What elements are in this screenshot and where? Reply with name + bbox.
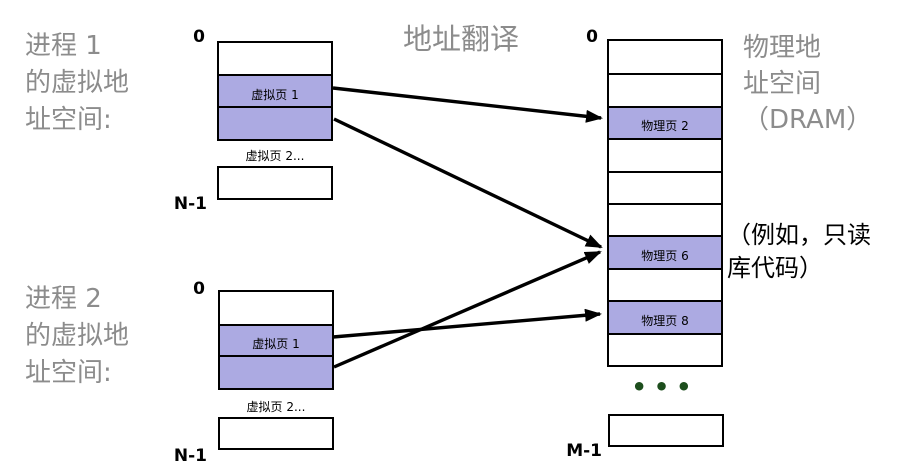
physical-page2: 物理页 2 — [609, 105, 721, 139]
physical-address-0: 0 — [586, 27, 598, 47]
physical-page8-label: 物理页 8 — [641, 313, 689, 328]
process2-virtual-page2-label: 虚拟页 2... — [246, 400, 306, 414]
process2-unmapped-page — [220, 292, 332, 324]
physical-space-label: 物理地 址空间 （DRAM） — [743, 30, 872, 138]
physical-page8: 物理页 8 — [609, 300, 721, 333]
physical-page-row3 — [609, 138, 721, 171]
process2-label-line1: 进程 2 — [25, 284, 102, 314]
process2-label-line2: 的虚拟地 — [25, 321, 130, 351]
physical-bottom-page — [608, 414, 724, 447]
physical-page-row0 — [609, 41, 721, 74]
process1-virtual-page1b — [219, 106, 331, 139]
physical-page-row1 — [609, 73, 721, 106]
physical-page2-label: 物理页 2 — [641, 119, 689, 134]
shared-page-annotation-line1: （例如，只读 — [727, 221, 871, 249]
physical-stack: 物理页 2 物理页 6 物理页 8 — [607, 39, 723, 367]
process2-label-line3: 址空间: — [25, 358, 112, 388]
physical-space-label-line2: 址空间 — [743, 69, 822, 99]
arrow-p2-vpage1b-to-ppage6 — [333, 250, 602, 369]
process2-virtual-page1b — [220, 355, 332, 388]
process1-label-line3: 址空间: — [25, 105, 112, 135]
process1-virtual-page1-label: 虚拟页 1 — [251, 87, 299, 102]
process1-virtual-page1: 虚拟页 1 — [219, 74, 331, 106]
process1-address-0: 0 — [193, 27, 205, 47]
shared-page-annotation-line2: 库代码） — [727, 254, 823, 282]
process2-virtual-page1: 虚拟页 1 — [220, 324, 332, 355]
physical-page-row4 — [609, 170, 721, 203]
physical-space-label-line3: （DRAM） — [743, 105, 873, 135]
physical-page-row7 — [609, 267, 721, 301]
process1-address-n1: N-1 — [173, 194, 207, 214]
physical-page-row5 — [609, 202, 721, 236]
process2-virtual-stack: 虚拟页 1 — [218, 290, 334, 390]
process2-address-0: 0 — [193, 279, 205, 299]
physical-page6: 物理页 6 — [609, 235, 721, 268]
arrow-p1-vpage1-to-ppage2 — [332, 86, 603, 123]
process2-label: 进程 2 的虚拟地 址空间: — [25, 281, 129, 392]
physical-page6-label: 物理页 6 — [641, 249, 689, 264]
arrow-p1-vpage1b-to-ppage6 — [333, 117, 603, 249]
process1-label-line2: 的虚拟地 — [25, 68, 130, 98]
process1-bottom-page — [217, 166, 333, 200]
physical-space-label-line1: 物理地 — [743, 33, 822, 63]
process1-virtual-page2-label: 虚拟页 2... — [245, 149, 305, 163]
process1-label-line1: 进程 1 — [25, 31, 102, 61]
process1-virtual-stack: 虚拟页 1 — [217, 41, 333, 141]
process2-virtual-page1-label: 虚拟页 1 — [252, 337, 300, 351]
process1-unmapped-page — [219, 43, 331, 74]
arrow-p2-vpage1-to-ppage8 — [332, 308, 602, 339]
physical-address-m1: M-1 — [566, 441, 602, 461]
process1-label: 进程 1 的虚拟地 址空间: — [25, 28, 129, 139]
ellipsis-dots: ••• — [631, 373, 699, 401]
physical-page-row9 — [609, 332, 721, 365]
process2-address-n1: N-1 — [173, 446, 207, 466]
process2-bottom-page — [218, 417, 334, 450]
shared-page-annotation: （例如，只读 库代码） — [727, 219, 871, 285]
page-title: 地址翻译 — [403, 22, 520, 56]
